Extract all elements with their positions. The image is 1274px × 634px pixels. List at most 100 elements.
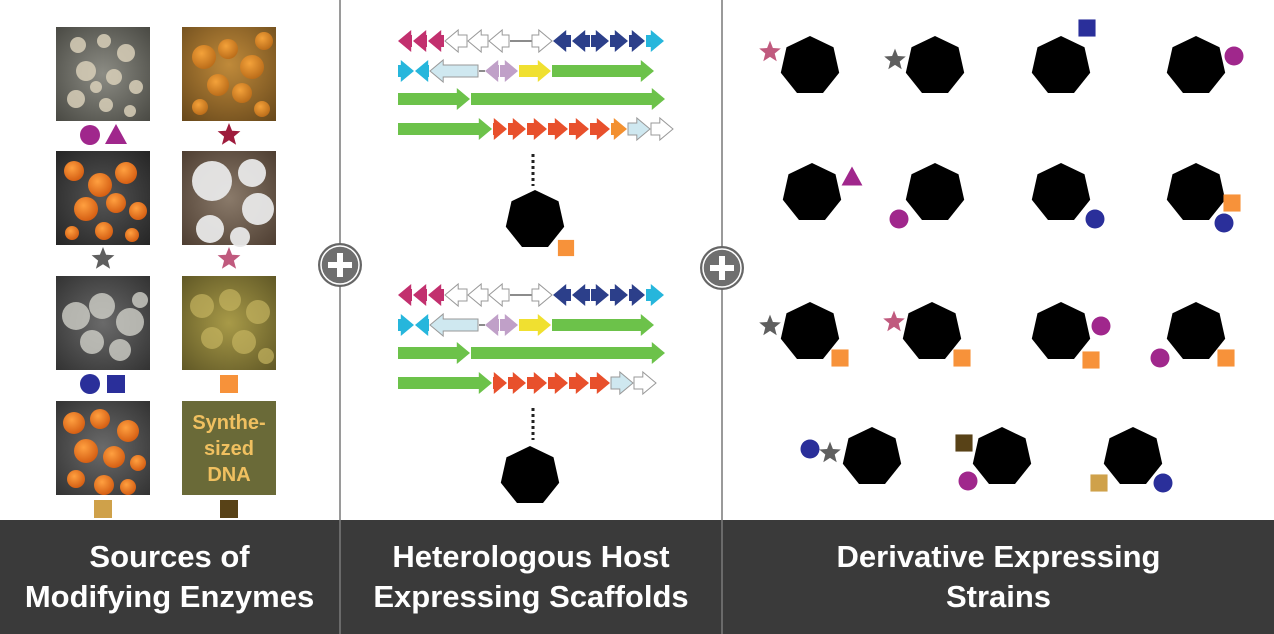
source-tile-4 — [182, 151, 276, 247]
plus-icon-left — [318, 243, 362, 287]
gene-arrow — [398, 284, 412, 306]
gene-arrow — [553, 284, 571, 306]
colony — [192, 161, 232, 201]
gene-arrow — [552, 314, 654, 336]
colony — [106, 69, 122, 85]
source-tile-7 — [56, 401, 150, 495]
magenta-triangle-icon — [841, 166, 863, 186]
source-markers — [80, 123, 241, 518]
gene-clusters — [398, 28, 674, 440]
gene-arrow — [485, 60, 499, 82]
host-cell — [1031, 163, 1091, 220]
colony — [190, 294, 214, 318]
colony — [130, 455, 146, 471]
gene-arrow — [398, 372, 492, 394]
navy-circle-icon — [1214, 213, 1234, 233]
synthesized-dna-text: Synthe- — [192, 412, 265, 434]
gene-cluster-base — [398, 282, 665, 440]
colony — [192, 99, 208, 115]
gene-arrow — [548, 372, 568, 394]
colony — [63, 412, 85, 434]
colony — [65, 226, 79, 240]
gene-arrow — [415, 314, 429, 336]
source-tile-6 — [182, 276, 276, 370]
gene-arrow — [629, 30, 645, 52]
navy-square-icon — [107, 375, 125, 393]
derivative-strain — [884, 36, 965, 93]
gene-arrow — [398, 342, 470, 364]
gene-arrow — [552, 60, 654, 82]
gene-arrow — [531, 28, 553, 54]
colony — [97, 34, 111, 48]
dark-brown-square-icon — [955, 434, 973, 452]
gene-arrow — [467, 282, 489, 308]
colony — [103, 446, 125, 468]
gene-arrow — [444, 282, 468, 308]
derivative-strain — [1150, 302, 1235, 368]
colony — [129, 80, 143, 94]
colony — [99, 98, 113, 112]
gene-arrow — [485, 314, 499, 336]
colony — [70, 37, 86, 53]
navy-circle-icon — [80, 374, 100, 394]
tile-background — [182, 401, 276, 495]
crimson-star-icon — [217, 123, 241, 145]
orange-square-icon — [831, 349, 849, 367]
colony — [116, 308, 144, 336]
host-cell — [1103, 427, 1163, 484]
gene-arrow — [398, 30, 412, 52]
colony — [90, 409, 110, 429]
colony — [109, 339, 131, 361]
derivative-strain — [1166, 36, 1244, 93]
derivative-strain — [1031, 19, 1096, 93]
pink-star-icon — [883, 310, 905, 332]
host-cell — [842, 427, 902, 484]
navy-circle-icon — [800, 439, 820, 459]
colony — [258, 348, 274, 364]
colony — [67, 470, 85, 488]
colony — [76, 61, 96, 81]
gene-arrow — [610, 30, 628, 52]
derivative-strain — [800, 427, 902, 484]
gene-arrow — [493, 372, 507, 394]
label-derivatives-line-1: Derivative Expressing — [836, 539, 1161, 574]
grey-star-icon — [759, 314, 781, 336]
colony — [64, 161, 84, 181]
gene-arrow — [508, 118, 526, 140]
host-cell — [1031, 36, 1091, 93]
source-tile-2 — [182, 27, 276, 121]
label-sources-line-2: Modifying Enzymes — [24, 579, 315, 614]
gene-arrow — [429, 58, 479, 84]
colony — [196, 215, 224, 243]
gene-arrow — [590, 118, 610, 140]
colony — [62, 302, 90, 330]
colony — [120, 479, 136, 495]
gene-arrow — [646, 30, 664, 52]
gene-arrow — [527, 118, 547, 140]
label-derivatives: Derivative Expressing Strains — [723, 520, 1274, 634]
host-cell — [972, 427, 1032, 484]
host-cell — [1031, 302, 1091, 359]
colony — [242, 193, 274, 225]
gene-arrow — [629, 284, 645, 306]
gene-arrow — [415, 60, 429, 82]
colony — [90, 81, 102, 93]
pink-star-icon — [759, 40, 781, 62]
colony — [230, 227, 250, 247]
host-cell-modified — [505, 190, 565, 247]
gene-arrow — [569, 118, 589, 140]
gene-arrow — [646, 284, 664, 306]
colony — [255, 32, 273, 50]
grey-star-icon — [884, 48, 906, 70]
magenta-circle-icon — [1224, 46, 1244, 66]
gene-arrow — [398, 118, 492, 140]
derivative-strain — [782, 163, 863, 220]
colony — [67, 90, 85, 108]
magenta-circle-icon — [889, 209, 909, 229]
synthesized-dna-text: DNA — [207, 464, 250, 486]
magenta-circle-icon — [1091, 316, 1111, 336]
derivative-strain — [759, 36, 840, 93]
colony — [246, 300, 270, 324]
